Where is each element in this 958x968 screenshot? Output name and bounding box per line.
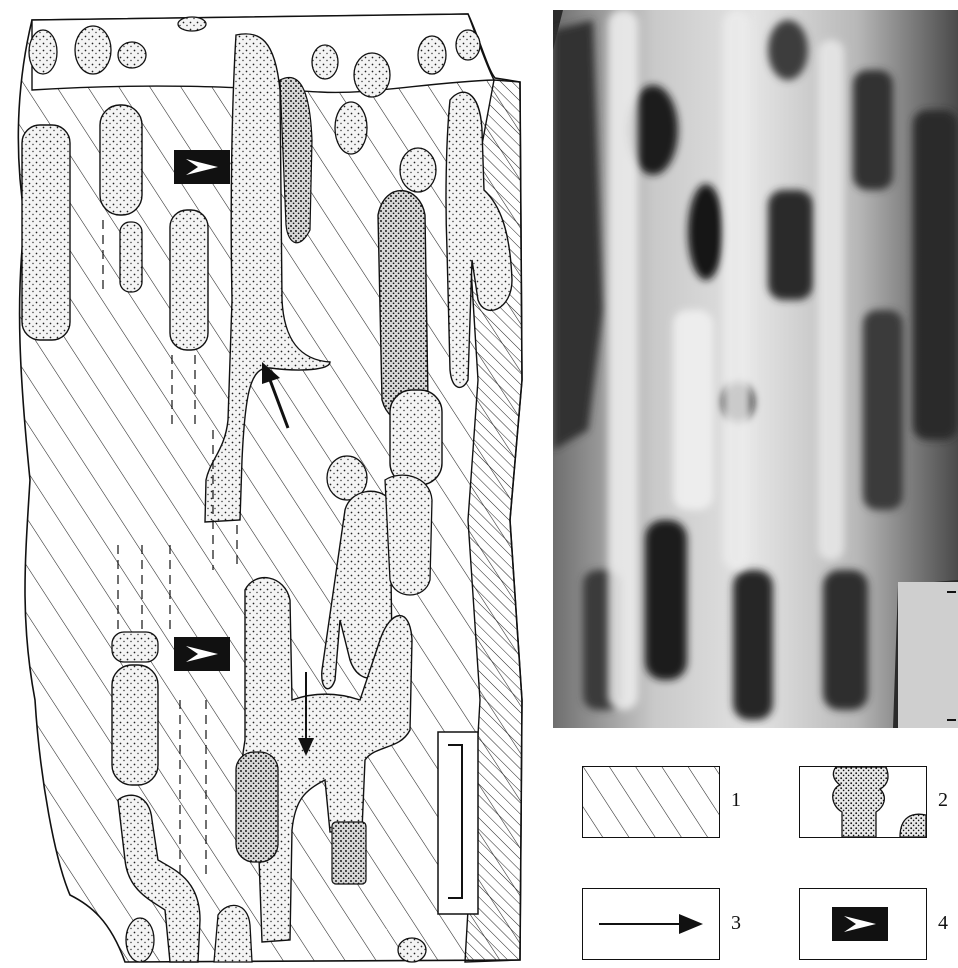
sediment-block-drawing [0, 0, 540, 968]
photo-scale-tick-top [947, 591, 956, 593]
arrowhead-marker-upper [174, 150, 230, 184]
arrowhead-marker-lower [174, 637, 230, 671]
legend-arrow-symbol [582, 888, 720, 960]
scale-bar [438, 732, 478, 914]
legend-arrowhead-marker-symbol [799, 888, 927, 960]
legend-number-2: 2 [938, 790, 948, 810]
legend-number-3: 3 [731, 913, 741, 933]
legend-stippled-burrows-symbol [799, 766, 927, 838]
legend-number-4: 4 [938, 913, 948, 933]
legend-number-1: 1 [731, 790, 741, 810]
legend-hatched-rectangle-symbol [582, 766, 720, 838]
photo-scale-tick-bottom [947, 719, 956, 721]
specimen-photograph [553, 10, 958, 728]
